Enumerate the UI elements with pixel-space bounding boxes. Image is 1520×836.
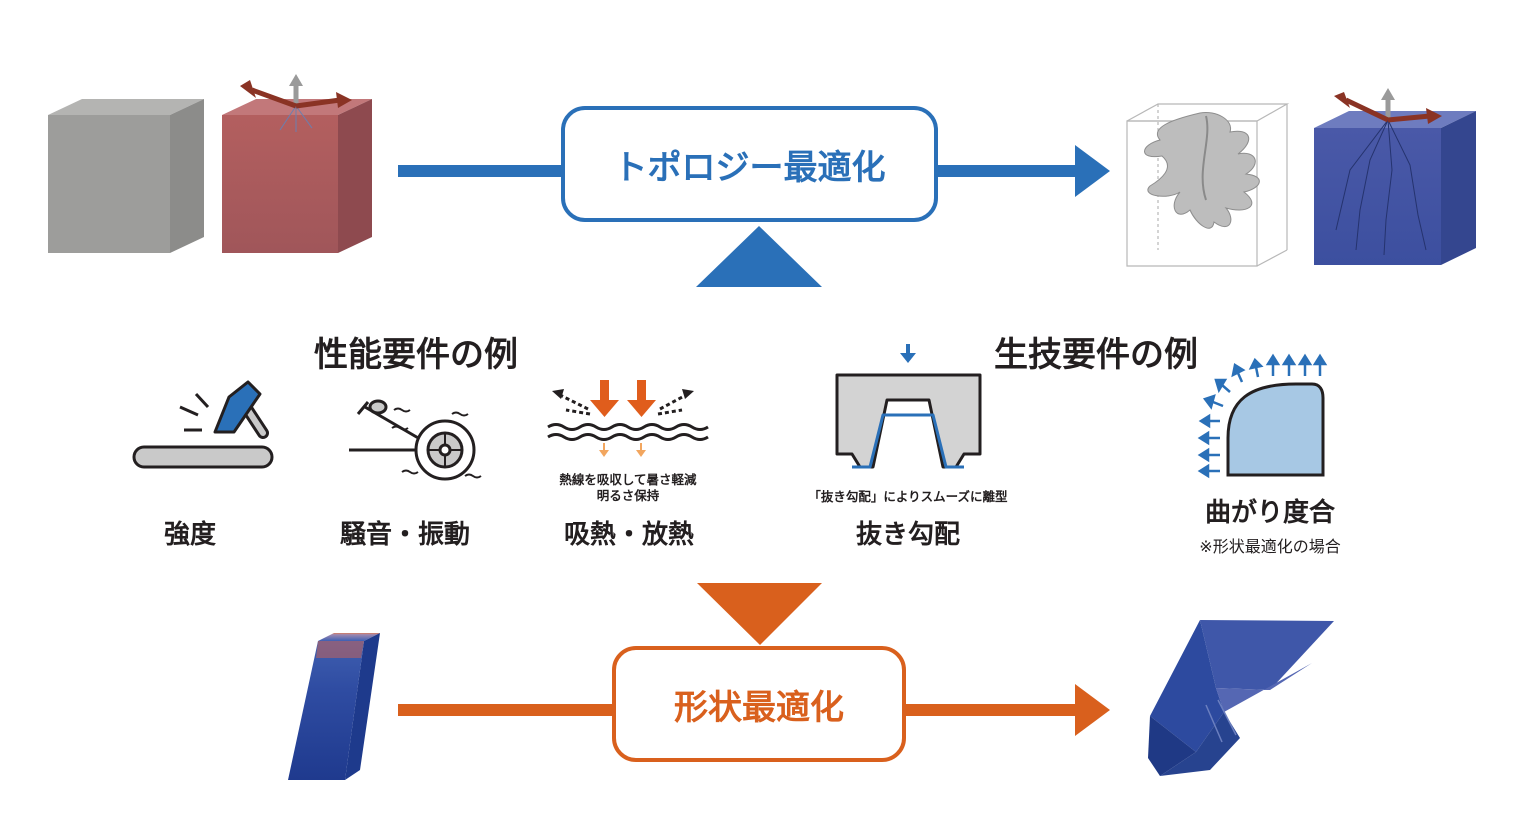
draft-angle-note: 「抜き勾配」によりスムーズに離型 [808, 489, 1008, 504]
load-arrows-icon [240, 74, 352, 109]
topology-box [561, 106, 938, 222]
curvature-icon [1197, 353, 1328, 479]
topology-result-shape [1144, 111, 1260, 229]
draft-angle-label: 抜き勾配 [855, 520, 960, 550]
heat-absorption-label: 吸熱・放熱 [563, 520, 694, 550]
shape-optimized-result [1148, 620, 1334, 776]
wheel-vibration-icon [349, 399, 482, 481]
performance-requirements-heading: 性能要件の例 [314, 335, 518, 375]
heat-note-line1: 熱線を吸収して暑さ軽減 [559, 472, 697, 487]
shape-initial-bar [288, 633, 380, 780]
manufacturing-requirements-heading: 生技要件の例 [994, 335, 1198, 375]
curvature-label: 曲がり度合 [1204, 498, 1335, 528]
top-flow-arrowhead [1075, 145, 1110, 197]
curvature-sub-note: ※形状最適化の場合 [1199, 537, 1341, 556]
shape-optimization-box [612, 646, 906, 762]
strength-label: 強度 [163, 520, 216, 550]
top-fulcrum-triangle [696, 226, 822, 287]
heat-absorption-icon [547, 380, 709, 457]
load-arrows-icon [1334, 88, 1442, 124]
red-loaded-cube [222, 99, 372, 253]
draft-angle-icon [835, 344, 982, 469]
bottom-flow-arrowhead [1075, 684, 1110, 736]
hammer-strike-icon [132, 380, 274, 469]
shape-optimization-label: 形状最適化 [674, 687, 844, 728]
bottom-fulcrum-triangle [697, 583, 822, 645]
heat-note-line2: 明るさ保持 [596, 488, 660, 503]
blue-result-cube [1314, 111, 1476, 265]
noise-vibration-label: 騒音・振動 [339, 520, 470, 550]
gray-design-space-cube [48, 99, 204, 253]
topology-optimization-label: トポロジー最適化 [613, 147, 886, 188]
